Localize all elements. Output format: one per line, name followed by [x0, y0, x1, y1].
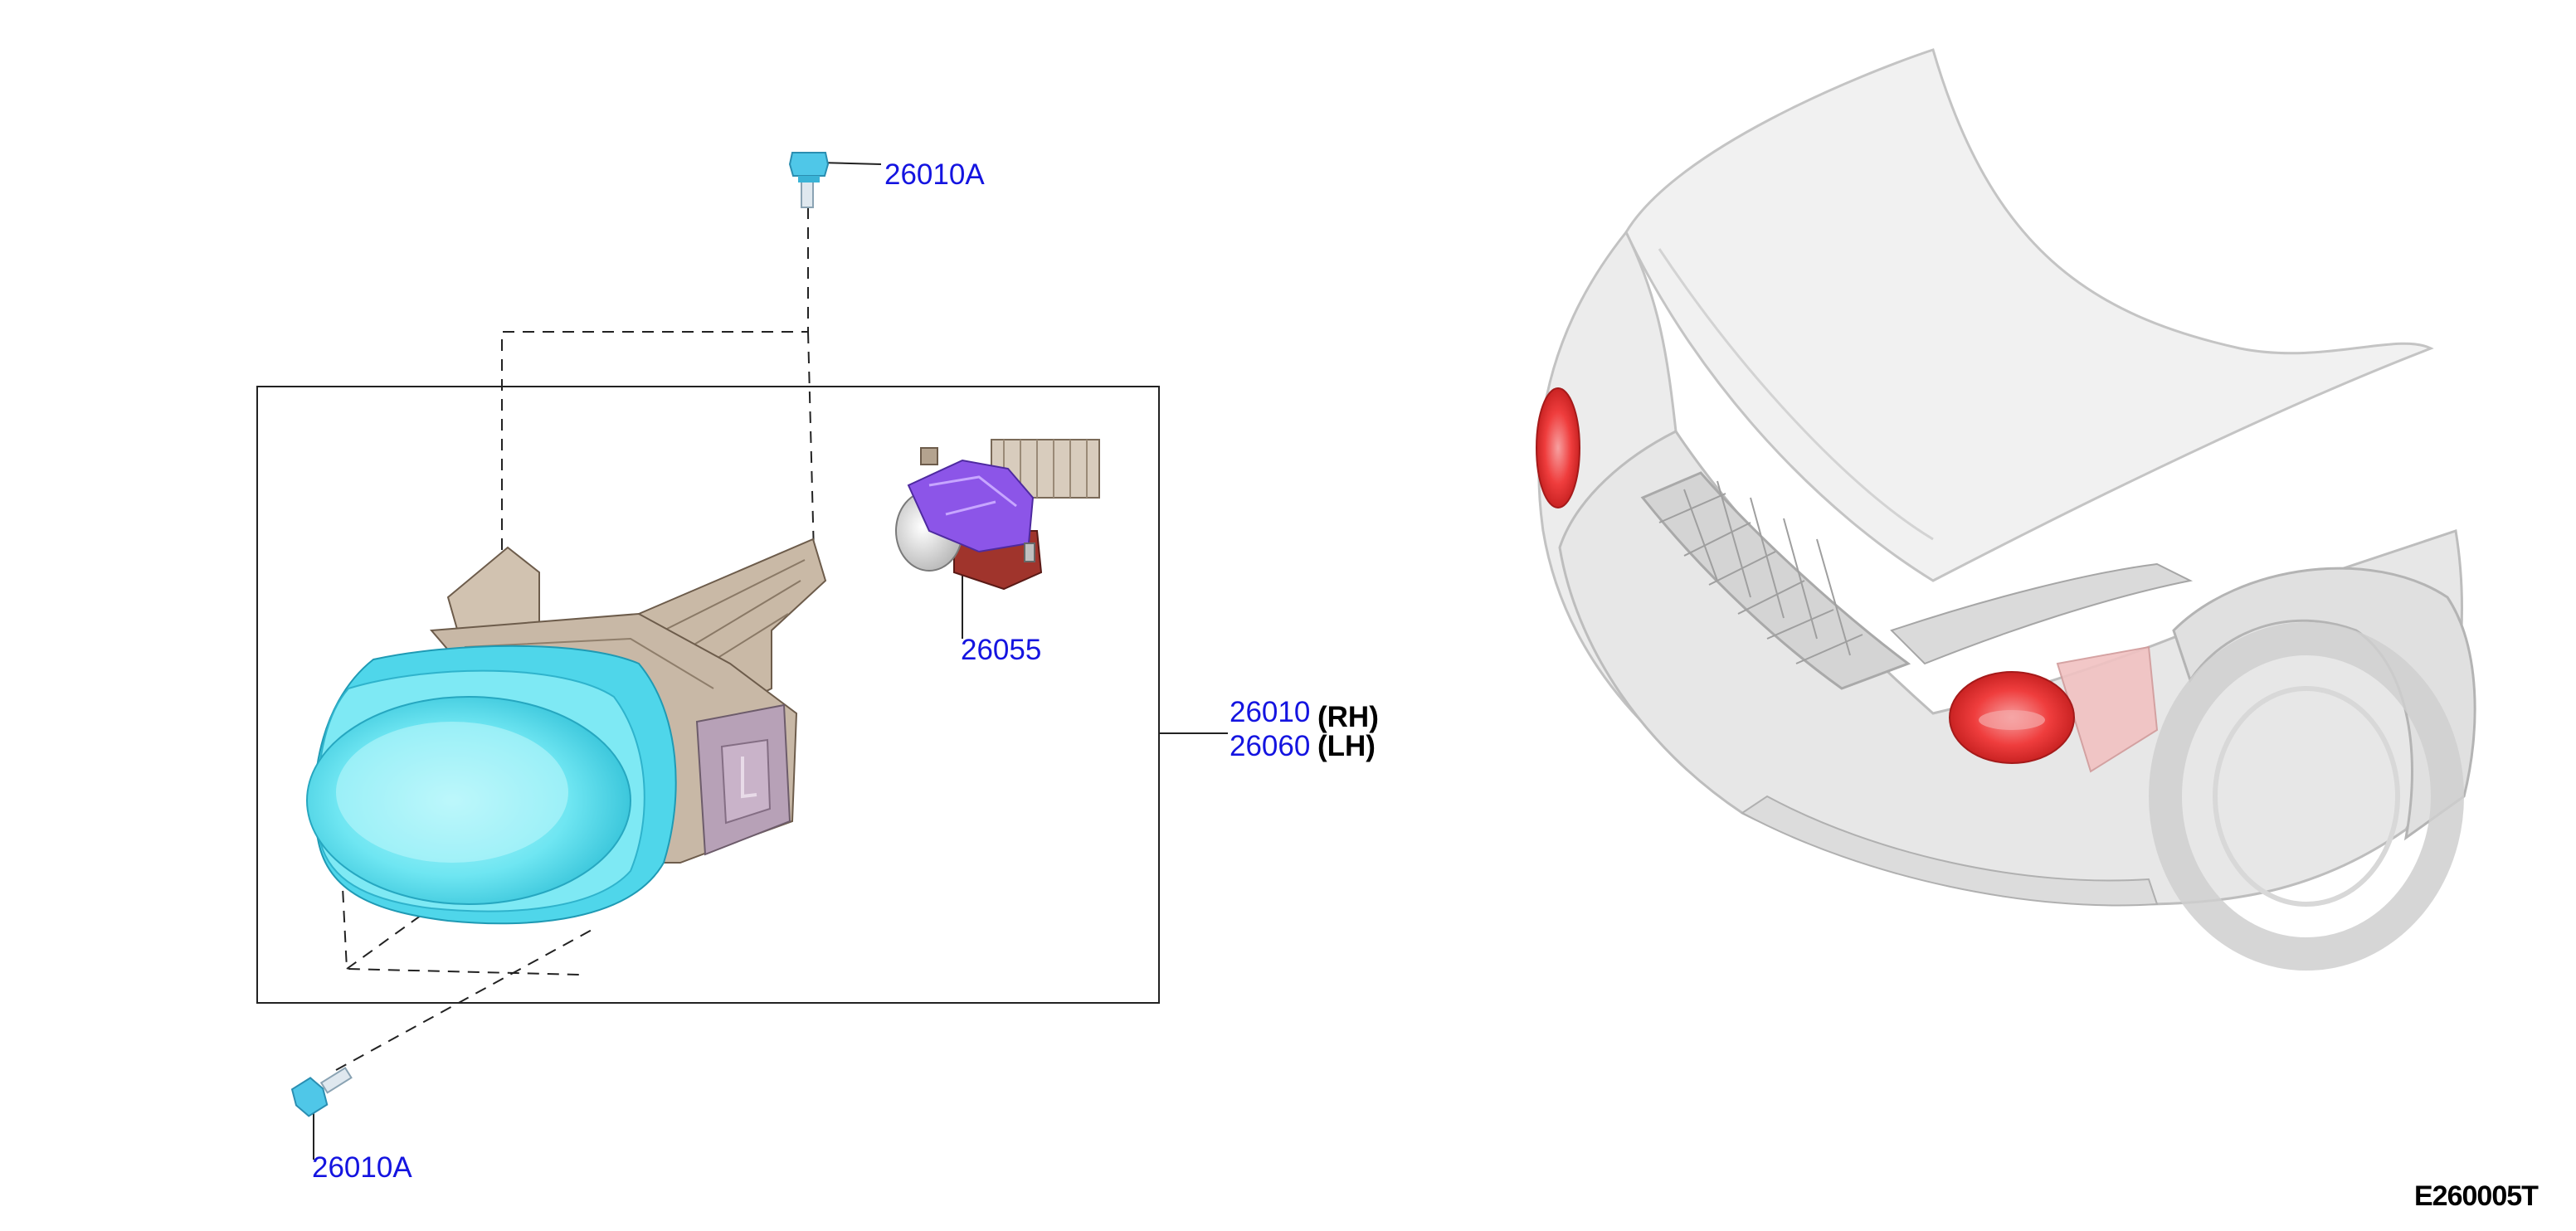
assembly-frame [256, 386, 1160, 1004]
part-number-lamp-lh[interactable]: 26060 [1230, 730, 1311, 762]
part-number-lamp-rh[interactable]: 26010 [1230, 696, 1311, 728]
part-number-bolt-bottom[interactable]: 26010A [312, 1151, 412, 1184]
part-number-bolt-top[interactable]: 26010A [884, 158, 985, 191]
part-number-sub-lamp[interactable]: 26055 [961, 634, 1042, 666]
diagram-reference-code: E260005T [2414, 1180, 2539, 1212]
side-label-lh: (LH) [1317, 730, 1376, 762]
bolt-bottom-icon[interactable] [288, 1059, 357, 1118]
bolt-top-icon[interactable] [788, 152, 830, 208]
fog-lamp-assembly-icon[interactable] [306, 538, 827, 925]
sub-lamp-module-icon[interactable] [895, 439, 1100, 591]
vehicle-location-view-icon [1536, 48, 2476, 971]
leader-lines [313, 162, 1228, 1160]
fog-lamp-location-left-icon [1536, 387, 1580, 508]
installation-guide-lines [335, 207, 815, 1071]
side-label-rh: (RH) [1317, 701, 1379, 733]
